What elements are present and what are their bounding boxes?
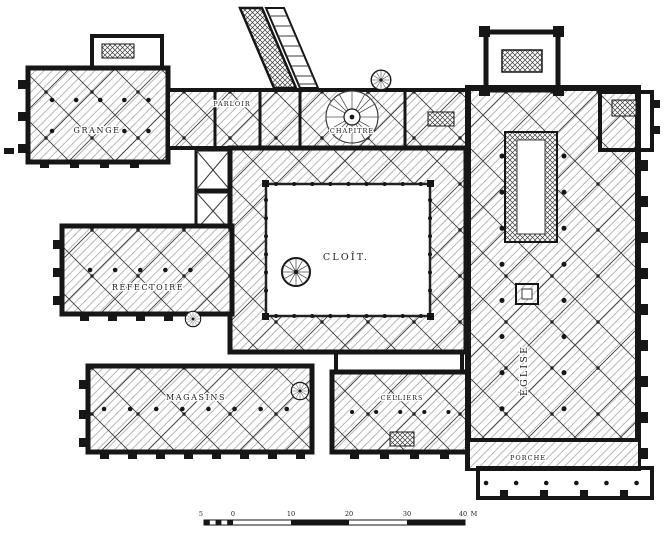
- chapels-north-east: [598, 90, 660, 152]
- label-refectoire: RÉFECTOIRE: [112, 283, 184, 292]
- label-celliers: CELLIERS: [380, 394, 423, 402]
- scale-tick-10: 10: [287, 510, 295, 518]
- tower: [479, 26, 564, 96]
- room-eglise: ÉGLISE: [465, 85, 648, 471]
- scale-tick-20: 20: [345, 510, 353, 518]
- spiral-stair-refectoire: [184, 310, 202, 328]
- room-celliers: CELLIERS: [329, 352, 471, 459]
- spiral-stair-magasins: [290, 381, 310, 401]
- scale-unit: M: [471, 510, 478, 518]
- diagonal-passages: [238, 6, 320, 90]
- label-parloir: PARLOIR: [213, 100, 251, 108]
- label-magasins: MAGASINS: [166, 393, 226, 402]
- choir-stalls: [504, 131, 558, 243]
- scale-tick-30: 30: [403, 510, 411, 518]
- spiral-stair-cloister: [281, 257, 311, 287]
- label-chapitre: CHAPITRE: [330, 127, 374, 135]
- room-magasins: MAGASINS: [79, 363, 315, 459]
- room-north-range: PARLOIR CHAPITRE: [166, 88, 470, 150]
- label-grange: GRANGE: [73, 126, 120, 135]
- room-cloister: CLOÎT.: [227, 145, 469, 355]
- wall-stub: [4, 148, 14, 154]
- room-refectoire: RÉFECTOIRE: [53, 223, 235, 328]
- stair-turret: [370, 69, 392, 91]
- label-eglise: ÉGLISE: [518, 345, 530, 396]
- scale-tick-0: 0: [231, 510, 235, 518]
- scale-bar: 5 0 10 20 30 40 M: [199, 510, 478, 526]
- altar: [515, 283, 539, 305]
- label-porche: PORCHE: [510, 454, 546, 462]
- cloister-garth: [264, 182, 432, 318]
- room-porche: PORCHE: [470, 438, 654, 500]
- scale-tick-40: 40: [459, 510, 467, 518]
- rosette-vault: [325, 90, 379, 144]
- scale-tick-5: 5: [199, 510, 203, 518]
- label-cloitre: CLOÎT.: [323, 251, 369, 263]
